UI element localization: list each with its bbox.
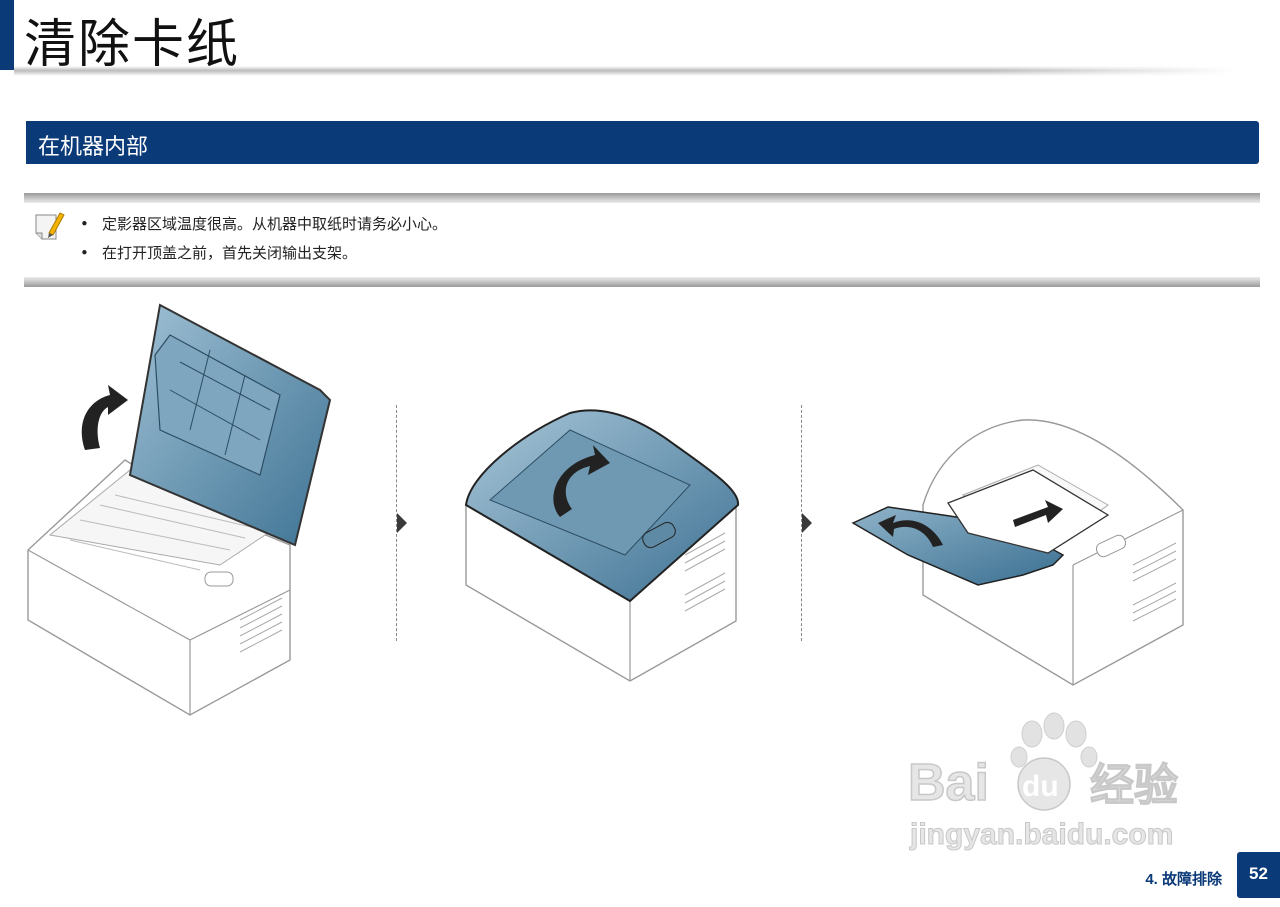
step-arrow-icon: [397, 513, 407, 533]
step-divider: [396, 405, 397, 641]
note-list: • 定影器区域温度很高。从机器中取纸时请务必小心。 • 在打开顶盖之前，首先关闭输出…: [80, 210, 447, 268]
step3-remove-paper-figure: [851, 419, 1184, 686]
note-text: 定影器区域温度很高。从机器中取纸时请务必小心。: [102, 215, 448, 233]
note-text: 在打开顶盖之前，首先关闭输出支架。: [102, 244, 358, 262]
page-title: 清除卡纸: [24, 15, 241, 75]
svg-text:Bai: Bai: [908, 754, 989, 812]
step-arrow-icon: [802, 513, 812, 533]
note-bottom-rule: [24, 277, 1260, 287]
bullet: •: [80, 244, 89, 262]
step-divider: [801, 405, 802, 641]
section-header: 在机器内部: [26, 121, 1259, 164]
note-pencil-icon: [35, 212, 65, 240]
svg-text:经验: 经验: [1090, 760, 1178, 811]
title-accent-bar: [0, 0, 14, 70]
step2-close-cover-figure: [464, 409, 740, 682]
curved-arrow-back-icon: [878, 515, 943, 547]
bullet: •: [80, 215, 89, 233]
baidu-jingyan-watermark-logo: Bai du 经验 jingyan.baidu.com: [907, 712, 1179, 852]
svg-text:jingyan.baidu.com: jingyan.baidu.com: [909, 818, 1173, 851]
svg-text:du: du: [1022, 770, 1059, 803]
page-number: 52: [1237, 852, 1280, 898]
note-box: • 定影器区域温度很高。从机器中取纸时请务必小心。 • 在打开顶盖之前，首先关闭输出…: [24, 193, 1260, 287]
footer-chapter-label: 4. 故障排除: [1145, 871, 1222, 888]
note-item: • 定影器区域温度很高。从机器中取纸时请务必小心。: [80, 210, 447, 239]
straight-arrow-icon: [1013, 500, 1063, 527]
step1-open-cover-figure: [27, 303, 332, 716]
section-title: 在机器内部: [38, 135, 149, 160]
note-top-rule: [24, 193, 1260, 203]
curved-arrow-down-icon: [553, 445, 610, 517]
note-item: • 在打开顶盖之前，首先关闭输出支架。: [80, 239, 447, 268]
curved-arrow-up-icon: [81, 385, 128, 450]
title-underline: [14, 66, 1234, 76]
